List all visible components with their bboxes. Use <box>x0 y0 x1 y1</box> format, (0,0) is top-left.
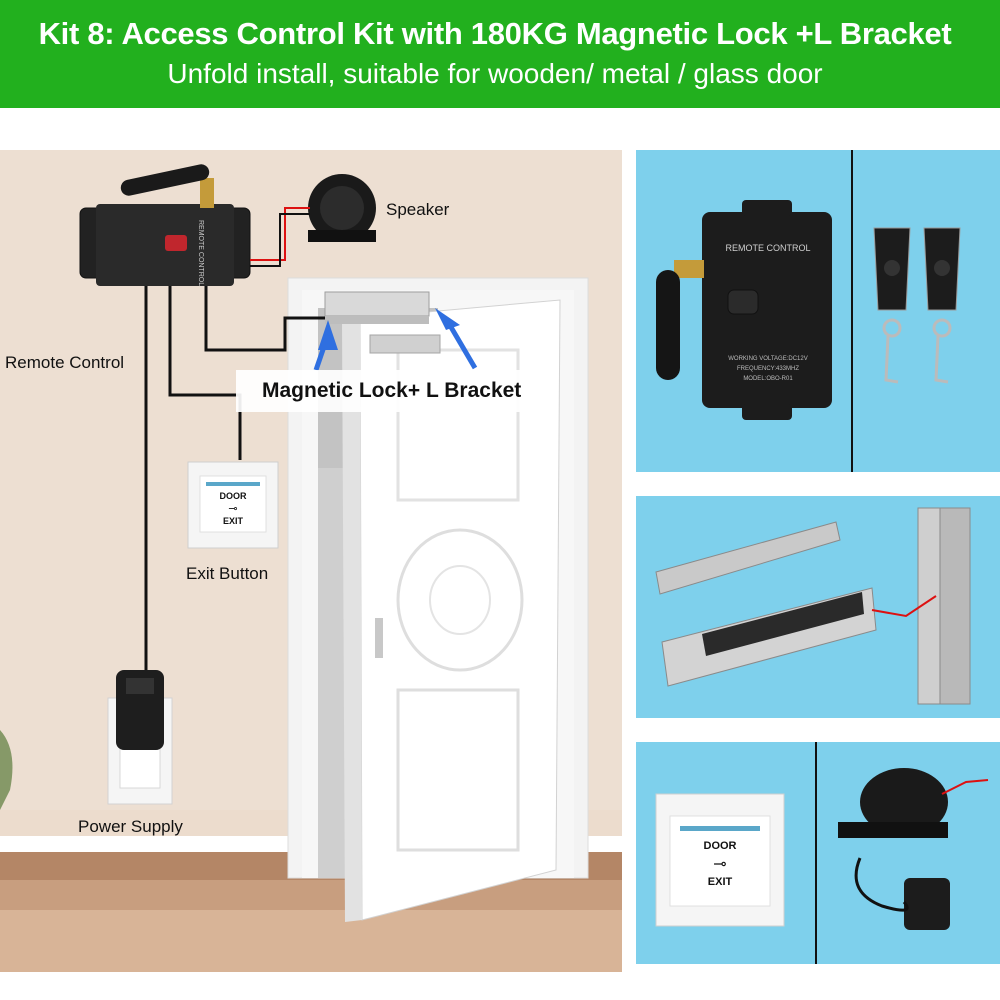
scene-controller-text: REMOTE CONTROL <box>197 220 204 287</box>
scene-illustration <box>0 150 622 972</box>
remote-control-label: Remote Control <box>5 353 125 372</box>
accessories-illustration <box>655 742 989 964</box>
controller-spec-voltage: WORKING VOLTAGE:DC12V <box>728 356 808 362</box>
exit-button-text-top: DOOR <box>703 840 737 852</box>
speaker-label: Speaker <box>386 200 450 219</box>
magnetic-lock-label: Magnetic Lock+ L Bracket <box>262 379 522 402</box>
product-panel-controller: REMOTE CONTROL WORKING VOLTAGE:DC12V FRE… <box>636 150 1000 472</box>
header-banner: Kit 8: Access Control Kit with 180KG Mag… <box>0 0 1000 108</box>
controller-spec-frequency: FREQUENCY:433MHZ <box>736 366 799 372</box>
installation-scene: Speaker Remote Control Magnetic Lock+ L … <box>0 150 622 972</box>
exit-key-icon: ⊸ <box>713 856 727 873</box>
magnetic-lock-illustration <box>655 507 971 705</box>
key-icon: ⊸ <box>228 503 238 515</box>
exit-button-text-bottom: EXIT <box>707 876 733 888</box>
controller-title: REMOTE CONTROL <box>725 243 811 253</box>
controller-illustration <box>656 150 961 472</box>
page-title: Kit 8: Access Control Kit with 180KG Mag… <box>38 16 952 51</box>
power-supply-label: Power Supply <box>78 817 183 836</box>
controller-spec-model: MODEL:OBO-R01 <box>743 376 793 382</box>
page-subtitle: Unfold install, suitable for wooden/ met… <box>167 58 823 89</box>
exit-button-label: Exit Button <box>186 564 269 583</box>
product-panel-lock <box>636 496 1000 718</box>
scene-exit-plate-top: DOOR <box>219 491 247 501</box>
scene-exit-plate-bottom: EXIT <box>222 516 243 526</box>
product-panel-accessories: DOOR ⊸ EXIT <box>636 742 1000 964</box>
